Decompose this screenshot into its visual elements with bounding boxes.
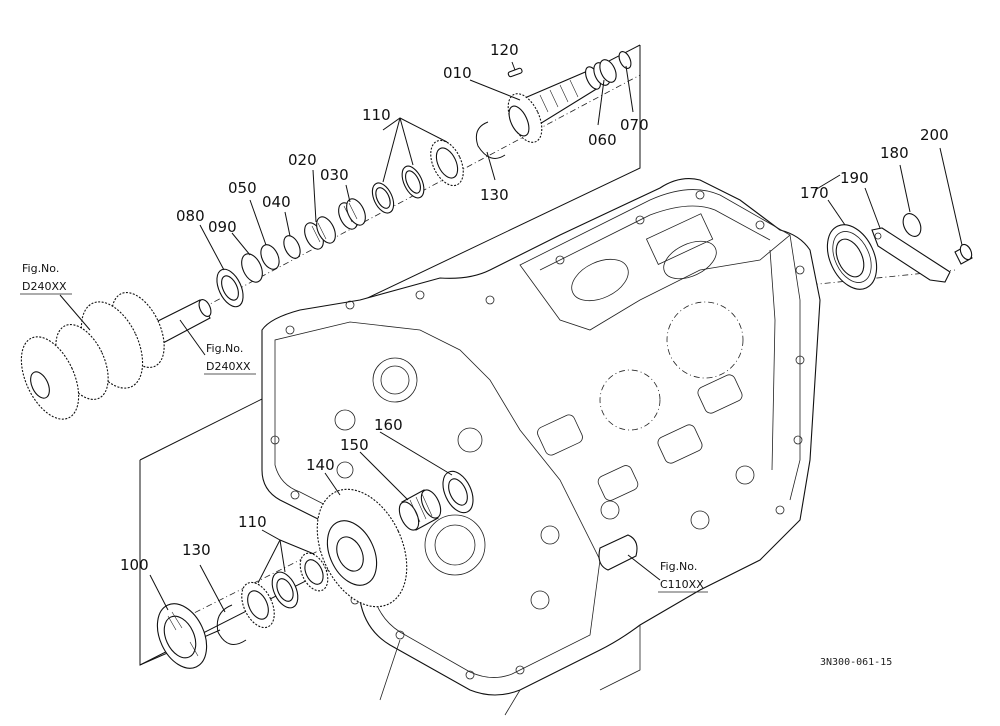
part-label-020: 020 xyxy=(288,151,317,169)
drawing-code: 3N300-061-15 xyxy=(820,657,892,668)
collar-040 xyxy=(283,235,301,259)
part-label-040: 040 xyxy=(262,193,291,211)
washer-050 xyxy=(260,244,280,270)
part-label-130-upper: 130 xyxy=(480,186,509,204)
fig-ref-d240xx-mid: Fig.No. D240XX xyxy=(204,342,256,375)
part-label-140: 140 xyxy=(306,456,335,474)
svg-text:Fig.No.: Fig.No. xyxy=(206,342,243,355)
part-label-150: 150 xyxy=(340,436,369,454)
part-label-110-lower: 110 xyxy=(238,513,267,531)
bolt-200 xyxy=(954,243,973,265)
washer-160 xyxy=(442,470,474,514)
part-label-030: 030 xyxy=(320,166,349,184)
svg-text:D240XX: D240XX xyxy=(22,280,67,293)
bearing-170 xyxy=(826,224,878,290)
washer-090 xyxy=(241,253,263,283)
part-label-060: 060 xyxy=(588,131,617,149)
key-120 xyxy=(507,67,523,78)
part-label-180-190: 190 xyxy=(840,169,869,187)
circlip-180 xyxy=(902,213,922,237)
svg-text:D240XX: D240XX xyxy=(206,360,251,373)
svg-text:C110XX: C110XX xyxy=(660,578,704,591)
fig-ref-c110xx: Fig.No. C110XX xyxy=(658,560,708,593)
svg-text:Fig.No.: Fig.No. xyxy=(660,560,697,573)
upper-shaft-group xyxy=(216,51,632,308)
seal-100 xyxy=(156,603,208,669)
figure-references: Fig.No. D240XX Fig.No. D240XX Fig.No. C1… xyxy=(20,262,708,593)
svg-text:Fig.No.: Fig.No. xyxy=(22,262,59,275)
part-label-180: 180 xyxy=(880,144,909,162)
circlip-070 xyxy=(618,51,632,69)
part-label-100: 100 xyxy=(120,556,149,574)
part-label-110-upper: 110 xyxy=(362,106,391,124)
plate-190 xyxy=(871,227,951,283)
synchronizer-110-upper xyxy=(371,139,464,214)
bearing-060 xyxy=(593,59,617,86)
fig-ref-d240xx-top: Fig.No. D240XX xyxy=(20,262,72,295)
part-label-010: 010 xyxy=(443,64,472,82)
part-label-050: 050 xyxy=(228,179,257,197)
part-label-120: 120 xyxy=(490,41,519,59)
shaft-010 xyxy=(507,66,601,143)
part-label-070: 070 xyxy=(620,116,649,134)
leader-lines xyxy=(59,61,963,613)
part-label-200: 200 xyxy=(920,126,949,144)
bearing-020 xyxy=(304,216,336,250)
part-label-170: 170 xyxy=(800,184,829,202)
part-label-160: 160 xyxy=(374,416,403,434)
snap-ring-130-lower xyxy=(216,604,247,645)
part-label-080: 080 xyxy=(176,207,205,225)
gear-140 xyxy=(316,488,408,608)
right-side-group xyxy=(826,213,973,290)
part-labels: 010 020 030 040 050 060 070 080 090 100 … xyxy=(120,41,949,574)
bearing-030 xyxy=(338,198,366,230)
synchronizer-110-lower xyxy=(241,552,329,629)
part-label-130-lower: 130 xyxy=(182,541,211,559)
part-label-090: 090 xyxy=(208,218,237,236)
snap-ring-130-upper xyxy=(475,121,506,159)
bearing-080 xyxy=(216,268,244,308)
bearing-150 xyxy=(398,489,442,531)
counter-shaft-cluster xyxy=(20,292,212,420)
lower-group xyxy=(156,470,474,669)
